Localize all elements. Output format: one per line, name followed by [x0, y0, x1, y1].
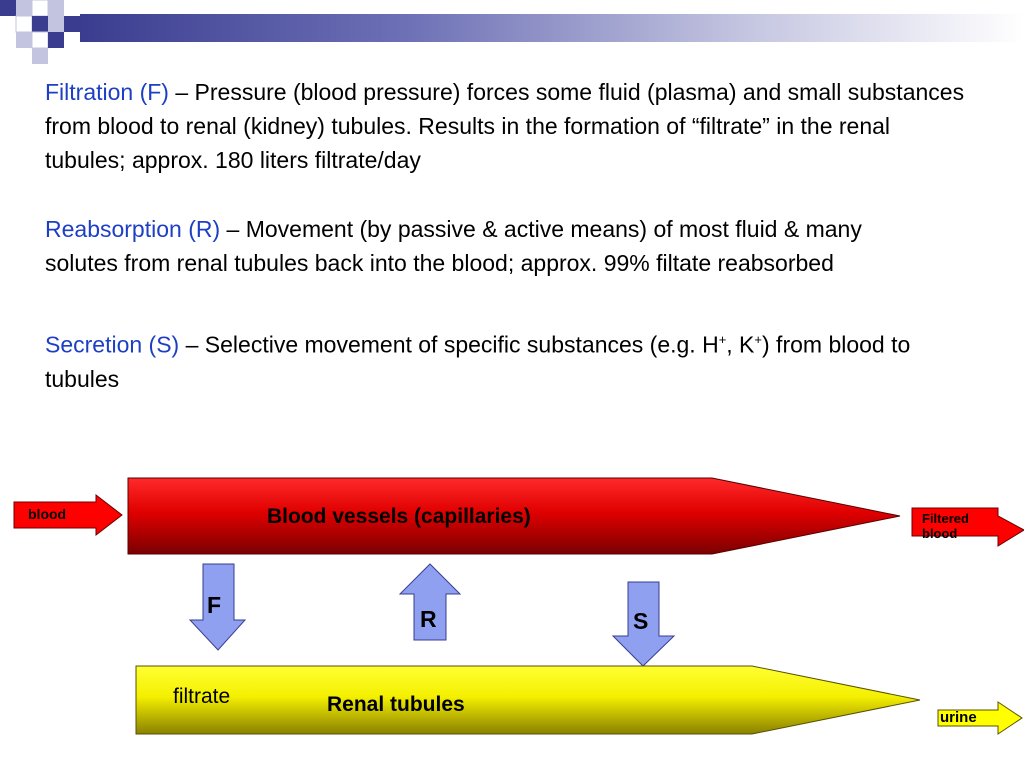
filtered-blood-arrow [911, 507, 1024, 547]
header-decoration [0, 0, 80, 64]
urine-arrow [937, 701, 1023, 735]
secretion-paragraph: Secretion (S) – Selective movement of sp… [45, 323, 975, 396]
blood-in-arrow [13, 493, 123, 537]
blood-vessels-arrow [127, 477, 901, 555]
filtration-arrow-label: F [207, 592, 222, 618]
reabsorption-paragraph: Reabsorption (R) – Movement (by passive … [45, 212, 915, 280]
secretion-arrow-label: S [633, 608, 649, 634]
secretion-description-c: ) from blood to tubules [45, 331, 911, 392]
urine-label: urine [940, 709, 977, 726]
blood-vessels-label: Blood vessels (capillaries) [267, 505, 531, 528]
renal-tubules-label: Renal tubules [327, 693, 465, 716]
filtered-blood-label: Filtered blood [922, 511, 969, 541]
filtration-down-arrow [188, 563, 247, 651]
reabsorption-up-arrow [398, 563, 462, 641]
reabsorption-arrow-label: R [420, 606, 437, 632]
reabsorption-description: – Movement (by passive & active means) o… [45, 216, 862, 276]
filtration-paragraph: Filtration (F) – Pressure (blood pressur… [45, 75, 975, 177]
renal-tubules-arrow [135, 665, 921, 735]
filtration-description: – Pressure (blood pressure) forces some … [45, 79, 965, 173]
reabsorption-term: Reabsorption (R) [45, 216, 221, 242]
potassium-charge: + [754, 332, 762, 347]
secretion-down-arrow [611, 581, 676, 667]
blood-in-label: blood [28, 506, 67, 522]
secretion-description-b: , K [726, 331, 755, 358]
kidney-process-diagram: blood Blood vessels (capillaries) Filter… [0, 470, 1024, 768]
filtrate-label: filtrate [173, 685, 231, 708]
header-gradient-band [80, 14, 1024, 42]
secretion-term: Secretion (S) [45, 331, 180, 358]
filtration-term: Filtration (F) [45, 79, 169, 105]
secretion-description-a: – Selective movement of specific substan… [179, 331, 719, 358]
hydrogen-charge: + [718, 332, 727, 347]
